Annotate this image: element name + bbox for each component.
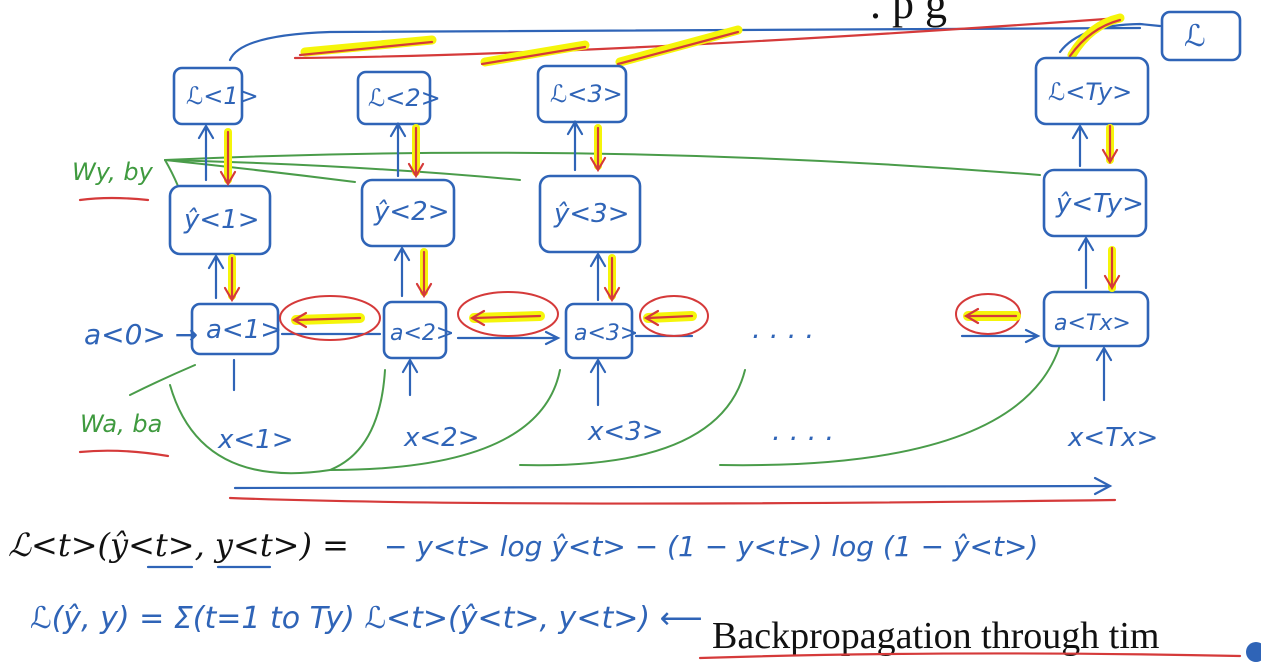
loss-node-ty-label: ℒ<Ty> xyxy=(1048,78,1132,106)
loss-node-3 xyxy=(536,64,628,124)
input-tx-label: x<Tx> xyxy=(1067,423,1158,453)
output-node-2 xyxy=(360,178,456,248)
total-loss-label: ℒ xyxy=(1184,19,1206,54)
input-3-label: x<3> xyxy=(587,417,664,447)
activation-node-tx xyxy=(1042,290,1150,348)
total-loss-lines xyxy=(228,16,1162,505)
total-loss-node xyxy=(1160,10,1242,62)
loss-node-2-label: ℒ<2> xyxy=(368,84,441,112)
output-node-1 xyxy=(168,184,272,256)
forward-vertical-arrows xyxy=(197,119,1113,407)
param-output-label: Wy, by xyxy=(72,158,154,186)
loss-node-ty xyxy=(1034,56,1150,126)
activation-node-tx-label: a<Tx> xyxy=(1054,311,1131,336)
loss-node-2 xyxy=(356,70,432,126)
activation-node-2 xyxy=(382,300,448,360)
per-step-loss-lhs: ℒ<t>(ŷ<t>, y<t>) = xyxy=(8,526,349,564)
loss-node-3-label: ℒ<3> xyxy=(550,80,623,108)
output-node-3 xyxy=(538,174,642,254)
corner-indicator-icon xyxy=(1246,642,1261,662)
activation-ellipsis: . . . . xyxy=(752,312,814,345)
input-1-label: x<1> xyxy=(217,425,294,455)
activation-node-1-label: a<1> xyxy=(206,315,282,345)
per-step-loss-rhs: − y<t> log ŷ<t> − (1 − y<t>) log (1 − ŷ<… xyxy=(384,530,1038,563)
backprop-horizontal-arrows xyxy=(279,291,1021,341)
input-ellipsis: . . . . xyxy=(772,414,834,447)
output-node-2-label: ŷ<2> xyxy=(373,197,450,227)
loss-node-1-label: ℒ<1> xyxy=(186,82,259,110)
caption-underline xyxy=(698,652,1242,660)
output-nodes-row: ŷ<1> ŷ<2> ŷ<3> ŷ<Ty> xyxy=(168,168,1148,256)
output-node-ty xyxy=(1042,168,1148,238)
activation-node-3 xyxy=(564,302,634,360)
activation-node-3-label: a<3> xyxy=(574,321,638,346)
output-node-1-label: ŷ<1> xyxy=(183,205,260,235)
output-node-ty-label: ŷ<Ty> xyxy=(1055,189,1144,219)
output-node-3-label: ŷ<3> xyxy=(553,199,630,229)
initial-activation-label: a<0> → xyxy=(84,318,198,351)
param-activation-underline xyxy=(78,449,170,458)
activation-node-2-label: a<2> xyxy=(390,321,454,346)
activation-nodes-row: a<1> a<2> a<3> a<Tx> xyxy=(190,290,1150,360)
param-activation-label: Wa, ba xyxy=(80,410,162,438)
activation-node-1 xyxy=(190,302,280,356)
input-2-label: x<2> xyxy=(403,423,480,453)
top-backprop-highlights xyxy=(298,13,1125,67)
total-loss-formula: ℒ(ŷ, y) = Σ(t=1 to Ty) ℒ<t>(ŷ<t>, y<t>) … xyxy=(30,601,703,636)
header-fragment: . p g xyxy=(870,0,947,28)
loss-node-1 xyxy=(172,66,244,126)
param-output-underline xyxy=(78,196,150,202)
param-activation-links xyxy=(129,344,1061,475)
loss-nodes-row: ℒ<1> ℒ<2> ℒ<3> ℒ<Ty> xyxy=(172,56,1150,126)
slide-caption: Backpropagation through tim xyxy=(712,615,1159,657)
inputs-row: x<1> x<2> x<3> x<Tx> xyxy=(217,417,1158,455)
backprop-vertical-arrows xyxy=(219,124,1121,303)
